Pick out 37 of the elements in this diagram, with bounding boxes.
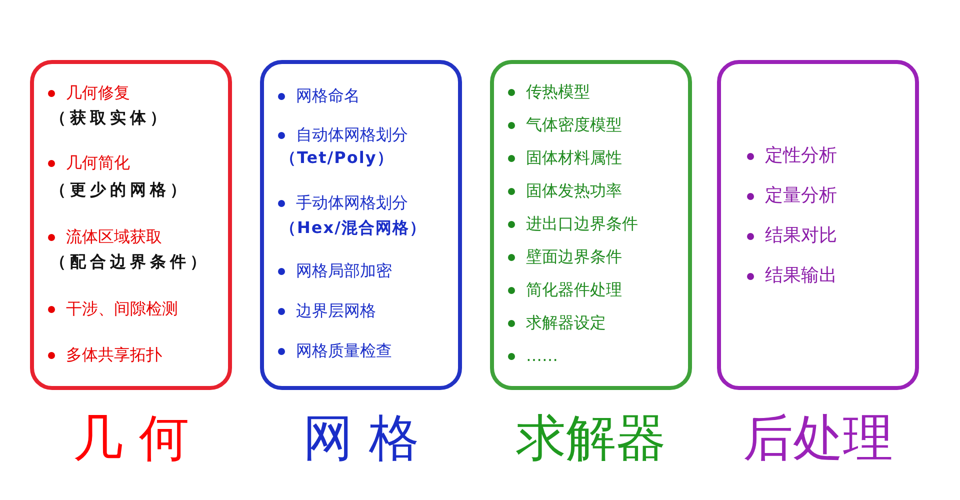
list-item: 网格质量检查 [296,341,392,361]
list-panel [717,60,919,390]
list-item: 边界层网格 [296,301,376,321]
list-item: 求解器设定 [526,313,606,333]
list-item: 手动体网格划分 [296,193,408,213]
list-item: 结果输出 [765,266,837,286]
item-note: （配合边界条件） [50,252,210,272]
list-item: 网格局部加密 [296,261,392,281]
list-item: 流体区域获取 [66,227,162,247]
item-note: （更少的网格） [50,180,190,200]
item-note: （Hex/混合网格） [280,218,426,238]
list-item: 网格命名 [296,86,360,106]
list-item: 结果对比 [765,226,837,246]
list-item: 多体共享拓扑 [66,345,162,365]
list-item: 定量分析 [765,186,837,206]
list-item: 自动体网格划分 [296,125,408,145]
list-item: 定性分析 [765,146,837,166]
column-heading: 后处理 [742,408,894,468]
list-item: 气体密度模型 [526,115,622,135]
list-item: 传热模型 [526,82,590,102]
list-item: …… [526,346,558,366]
list-item: 简化器件处理 [526,280,622,300]
list-item: 进出口边界条件 [526,214,638,234]
item-note: （Tet/Poly） [280,148,394,168]
list-item: 壁面边界条件 [526,247,622,267]
list-panel [490,60,692,390]
list-item: 几何修复 [66,83,130,103]
column-heading: 网 格 [302,408,420,468]
list-item: 固体材料属性 [526,148,622,168]
column-heading: 求解器 [515,408,667,468]
list-item: 固体发热功率 [526,181,622,201]
list-panel [260,60,462,390]
list-item: 几何简化 [66,153,130,173]
list-panel [30,60,232,390]
item-note: （获取实体） [50,108,170,128]
list-item: 干涉、间隙检测 [66,299,178,319]
column-heading: 几 何 [72,408,190,468]
